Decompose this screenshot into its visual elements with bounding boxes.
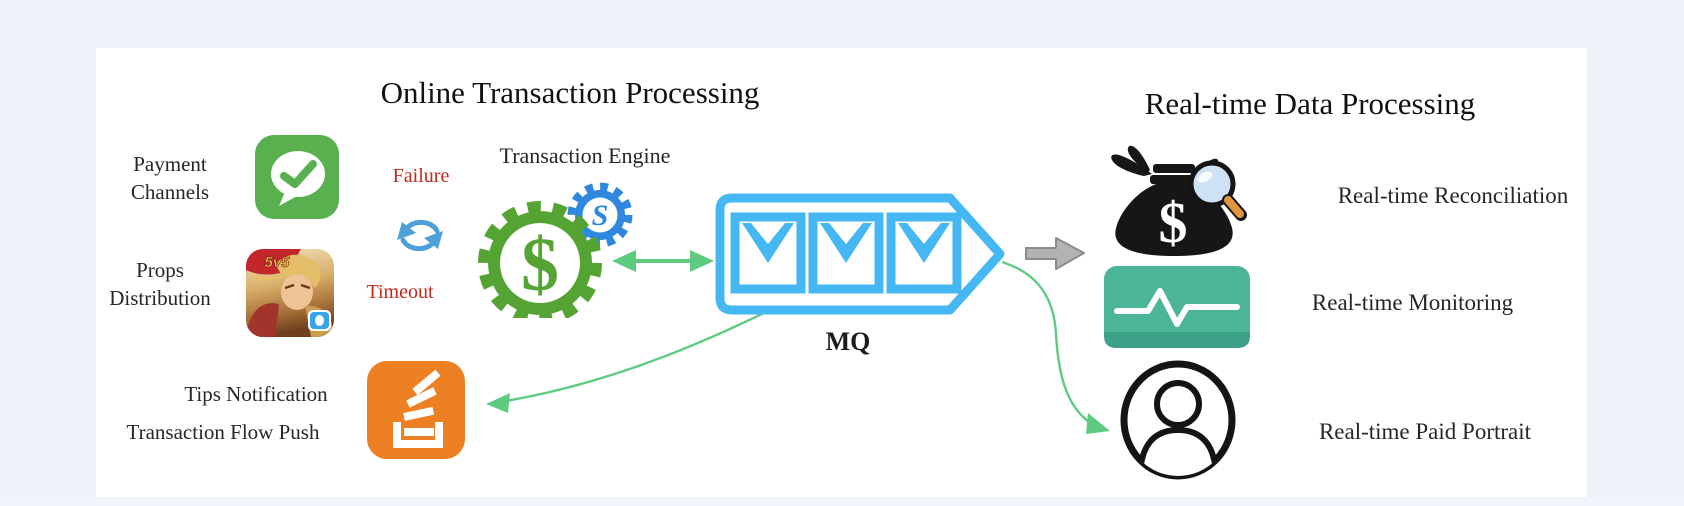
- label-props-line2: Distribution: [109, 286, 211, 311]
- stack-push-icon: [367, 361, 465, 459]
- person-silhouette: [1136, 380, 1220, 476]
- mq-envelope: [808, 212, 884, 294]
- dollar-gears-icon: S $: [478, 182, 633, 318]
- gray-arrow-mq-to-outputs: [1025, 237, 1085, 270]
- bidirectional-arrow-engine-mq: [612, 250, 714, 272]
- label-payment-channels: Payment Channels: [106, 150, 234, 206]
- label-tips-notification: Tips Notification: [184, 382, 328, 406]
- title-online-transaction-processing: Online Transaction Processing: [380, 75, 760, 110]
- sync-arrows-icon: [397, 219, 443, 252]
- svg-text:S: S: [592, 199, 609, 232]
- label-real-time-monitoring: Real-time Monitoring: [1311, 290, 1514, 315]
- svg-text:$: $: [521, 223, 559, 307]
- magnifier-icon: [1188, 160, 1247, 221]
- window-bottom-strip: [0, 497, 1684, 506]
- blue-gear: S: [567, 182, 633, 248]
- mq-envelope: [886, 212, 962, 294]
- label-payment-line2: Channels: [130, 180, 210, 205]
- label-props-distribution: Props Distribution: [96, 256, 224, 312]
- message-queue-icon: [715, 193, 1005, 315]
- mq-envelope: [730, 212, 806, 294]
- label-timeout: Timeout: [366, 281, 434, 303]
- user-portrait-icon: [1120, 360, 1236, 480]
- green-gear: $: [478, 201, 602, 318]
- game-badge-5v5: 5v5: [264, 254, 290, 271]
- label-real-time-paid-portrait: Real-time Paid Portrait: [1318, 419, 1532, 444]
- money-bag-magnifier-icon: $: [1111, 145, 1247, 256]
- honor-of-kings-game-icon: 5v5: [246, 249, 334, 337]
- arrow-mq-to-stack-push: [486, 310, 767, 413]
- label-transaction-flow-push: Transaction Flow Push: [126, 420, 320, 444]
- arrow-mq-to-portrait: [1001, 260, 1110, 434]
- label-real-time-reconciliation: Real-time Reconciliation: [1337, 183, 1569, 208]
- label-transaction-engine: Transaction Engine: [499, 143, 671, 168]
- wechat-pay-icon: [255, 135, 339, 219]
- label-failure: Failure: [392, 165, 450, 187]
- label-mq: MQ: [825, 327, 871, 356]
- pulse-monitor-icon: [1104, 266, 1250, 348]
- game-art: [246, 249, 334, 337]
- label-props-line1: Props: [136, 258, 184, 282]
- svg-text:$: $: [1159, 190, 1188, 255]
- title-real-time-data-processing: Real-time Data Processing: [1144, 86, 1476, 121]
- label-payment-line1: Payment: [133, 152, 207, 176]
